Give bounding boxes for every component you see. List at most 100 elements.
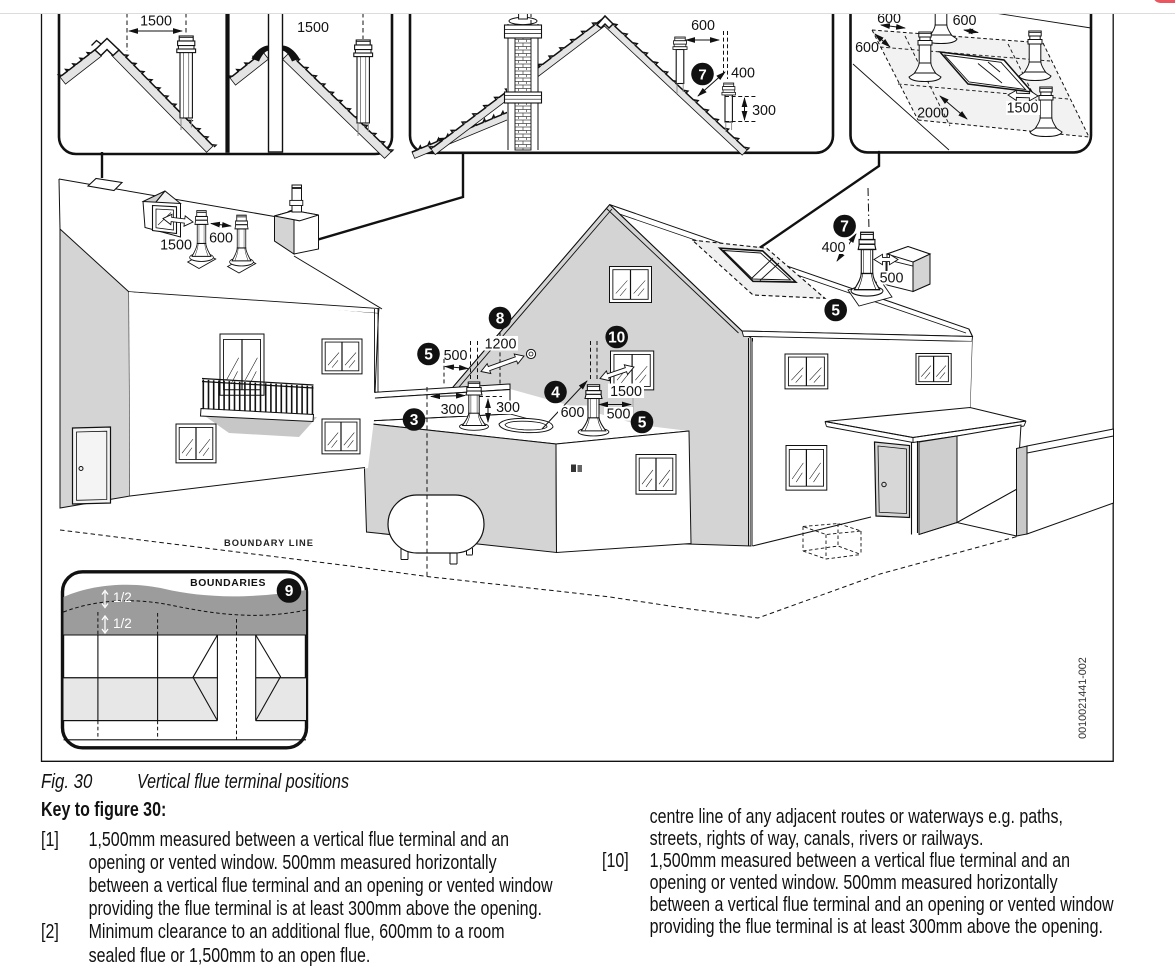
left-window-3 [321, 418, 361, 455]
rooflight-window [717, 247, 798, 283]
key-indent-spacer [602, 916, 650, 938]
front-door [873, 441, 911, 519]
ground-boundary: BOUNDARY LINE [59, 387, 1020, 619]
clearance-arrow [480, 353, 525, 375]
dim-arrow [939, 95, 968, 120]
key-item-line: Minimum clearance to an additional flue,… [88, 920, 505, 944]
porch [824, 406, 1027, 536]
dim-inset3-600-tl: 600 [877, 11, 901, 27]
scene-dimensions: 1500 600 500 300 300 1200 600 500 [159, 213, 906, 430]
svg-text:8: 8 [496, 310, 505, 327]
svg-text:3: 3 [410, 412, 419, 429]
badge-7-roof: 7 [833, 214, 856, 238]
key-item-line: 1,500mm measured between a vertical flue… [88, 827, 509, 851]
key-item-line: between a vertical flue terminal and an … [88, 873, 553, 897]
key-item-line: 1,500mm measured between a vertical flue… [649, 848, 1070, 872]
roof-opening [498, 417, 554, 434]
dim-housel-600: 600 [209, 231, 233, 247]
key-item-line: providing the flue terminal is at least … [88, 897, 542, 921]
gable-window-upper [608, 265, 653, 304]
dim-arrow [210, 221, 232, 228]
key-item-line: sealed flue or 1,500mm to an open flue. [88, 943, 371, 967]
dim-ext-500-r: 500 [607, 407, 631, 423]
ridge-vent [86, 177, 124, 192]
svg-text:7: 7 [698, 66, 706, 83]
inset1-terminal-left [176, 35, 197, 130]
dashed-reference-line [867, 187, 870, 231]
right-roof-flue [850, 231, 884, 297]
key-item-line: between a vertical flue terminal and an … [649, 892, 1114, 916]
svg-text:5: 5 [424, 346, 433, 363]
dim-inset2-300: 300 [752, 103, 776, 119]
half-lower-label: 1/2 [113, 616, 132, 631]
inset1-roof-left [56, 37, 218, 153]
badge-5-ext-right: 5 [630, 410, 654, 434]
key-left-column: [1] 1,500mm measured between a vertical f… [41, 828, 649, 967]
key-indent-spacer [41, 944, 89, 967]
dim-ext-300-l: 300 [441, 402, 465, 418]
dim-ext-1500: 1500 [610, 384, 642, 400]
dim-inset3-1500: 1500 [1007, 101, 1039, 117]
key-item-number: [10] [602, 848, 629, 872]
left-house-door [71, 426, 112, 505]
dim-arrow [963, 28, 979, 35]
key-item-line: centre line of any adjacent routes or wa… [649, 805, 1063, 828]
dim-arrow [444, 364, 469, 371]
figure-caption-label: Fig. 30 [41, 771, 93, 793]
left-house [58, 177, 383, 509]
drawing-code: 0010021441-002 [1077, 657, 1089, 739]
dim-arrow [880, 23, 906, 30]
inset2-chimney [503, 13, 543, 151]
badges: 7 5 8 10 5 3 4 5 [402, 214, 856, 434]
right-house-front-wall [752, 341, 972, 546]
lpg-tank [387, 494, 485, 565]
svg-text:9: 9 [285, 583, 294, 600]
svg-text:5: 5 [638, 414, 647, 431]
inset1-roof-right [226, 13, 395, 159]
key-indent-spacer [41, 851, 89, 874]
badge-9: 9 [276, 578, 302, 603]
left-window-2 [175, 423, 217, 464]
extension-window [635, 453, 677, 495]
key-indent-spacer [602, 894, 650, 916]
figure-30-drawing: 1500 1500 [40, 11, 1114, 762]
balcony-window [218, 332, 266, 397]
dim-inset3-600-tr: 600 [953, 13, 977, 29]
dim-inset2-600: 600 [691, 18, 715, 34]
key-item-number: [2] [41, 920, 59, 944]
dim-roof-400: 400 [822, 240, 846, 256]
left-window-1 [321, 338, 363, 375]
svg-text:4: 4 [551, 384, 560, 401]
inset2-terminal-upper [672, 36, 688, 94]
badge-4: 4 [544, 380, 567, 404]
key-item-line: opening or vented window. 500mm measured… [649, 870, 1058, 894]
key-indent-spacer [602, 806, 650, 828]
dim-ext-500-l: 500 [444, 348, 468, 364]
dim-ext-600: 600 [561, 405, 585, 421]
front-window-3 [785, 444, 828, 491]
dim-arrow [430, 392, 466, 400]
brand-logo-clipped [1153, 0, 1175, 3]
badge-10: 10 [605, 325, 628, 349]
clearance-arrow [1007, 89, 1039, 102]
badge-5-roof: 5 [824, 298, 847, 322]
boundaries-inset: BOUNDARIES 9 1/2 1/2 [60, 570, 309, 750]
dim-inset2-400: 400 [731, 66, 755, 82]
clearance-arrow [599, 364, 635, 382]
dim-housel-1500: 1500 [160, 238, 192, 254]
badge-3: 3 [402, 408, 426, 431]
key-item-number: [1] [41, 827, 59, 851]
dim-inset1-right: 1500 [297, 20, 329, 36]
key-heading: Key to figure 30: [41, 798, 167, 821]
inset-pitched-roof-clearances: 600 400 300 7 [408, 13, 835, 159]
dim-inset3-600-l: 600 [855, 40, 879, 56]
svg-text:10: 10 [608, 329, 625, 346]
left-house-chimney [274, 184, 319, 255]
clearance-arrow [873, 253, 899, 266]
balcony-railing [202, 379, 314, 415]
key-indent-spacer [602, 828, 650, 850]
clearance-arrow [162, 213, 194, 227]
dashed-meter-box [802, 523, 862, 560]
